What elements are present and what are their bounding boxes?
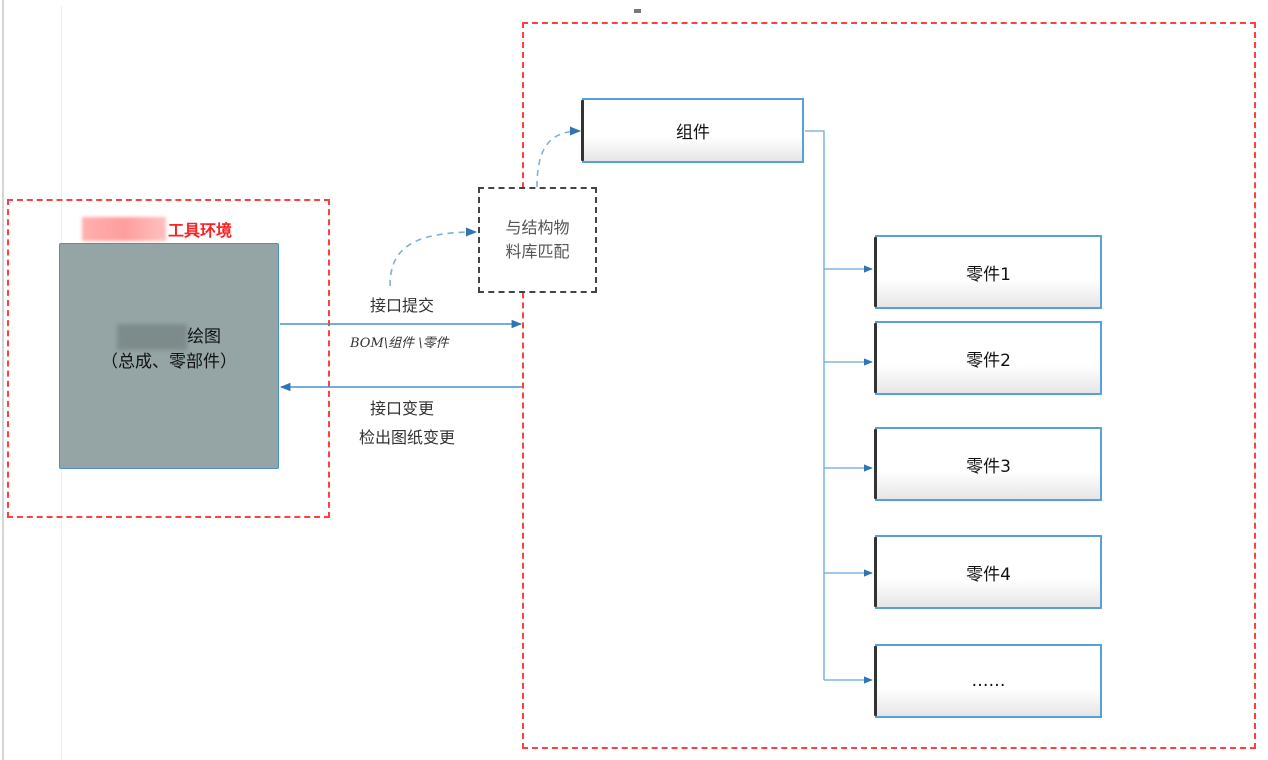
part-node-more[interactable]: …… xyxy=(874,644,1102,718)
redacted-text xyxy=(82,217,166,241)
submit-label: 接口提交 xyxy=(369,296,434,315)
tree-trunk xyxy=(805,130,825,680)
part-node-label: …… xyxy=(971,671,1006,691)
change-label-line1: 接口变更 xyxy=(369,399,434,418)
part-node[interactable]: 零件1 xyxy=(874,235,1102,309)
component-node[interactable]: 组件 xyxy=(581,98,804,163)
drawing-box-label: 绘图 （总成、零部件） xyxy=(59,324,279,374)
part-node[interactable]: 零件3 xyxy=(874,427,1102,501)
dashed-arrow-to-match xyxy=(389,227,478,287)
drawing-label-line1: 绘图 xyxy=(187,327,221,347)
part-node-label: 零件1 xyxy=(966,264,1011,285)
tool-environment-title: 工具环境 xyxy=(82,217,232,241)
drawing-label-line2: （总成、零部件） xyxy=(101,352,237,372)
redacted-text xyxy=(117,324,187,350)
system-frame xyxy=(522,22,1256,749)
match-with-bom-library-box[interactable]: 与结构物 料库匹配 xyxy=(478,187,597,293)
change-label-line2: 检出图纸变更 xyxy=(358,428,455,447)
part-node-label: 零件2 xyxy=(966,350,1011,371)
component-node-label: 组件 xyxy=(676,123,710,143)
tool-environment-frame xyxy=(7,199,330,518)
part-node[interactable]: 零件4 xyxy=(874,535,1102,609)
dashed-arrow-to-component xyxy=(536,126,582,188)
match-box-line2: 料库匹配 xyxy=(505,242,570,261)
top-marker xyxy=(634,9,641,13)
submit-sublabel: BOM\组件 \零件 xyxy=(350,336,449,351)
part-node[interactable]: 零件2 xyxy=(874,321,1102,395)
page-edge xyxy=(2,0,4,760)
drawing-box[interactable] xyxy=(59,243,279,469)
match-box-line1: 与结构物 xyxy=(505,218,570,237)
part-node-label: 零件3 xyxy=(966,456,1011,477)
part-node-label: 零件4 xyxy=(966,564,1011,585)
tool-environment-title-text: 工具环境 xyxy=(168,221,233,240)
